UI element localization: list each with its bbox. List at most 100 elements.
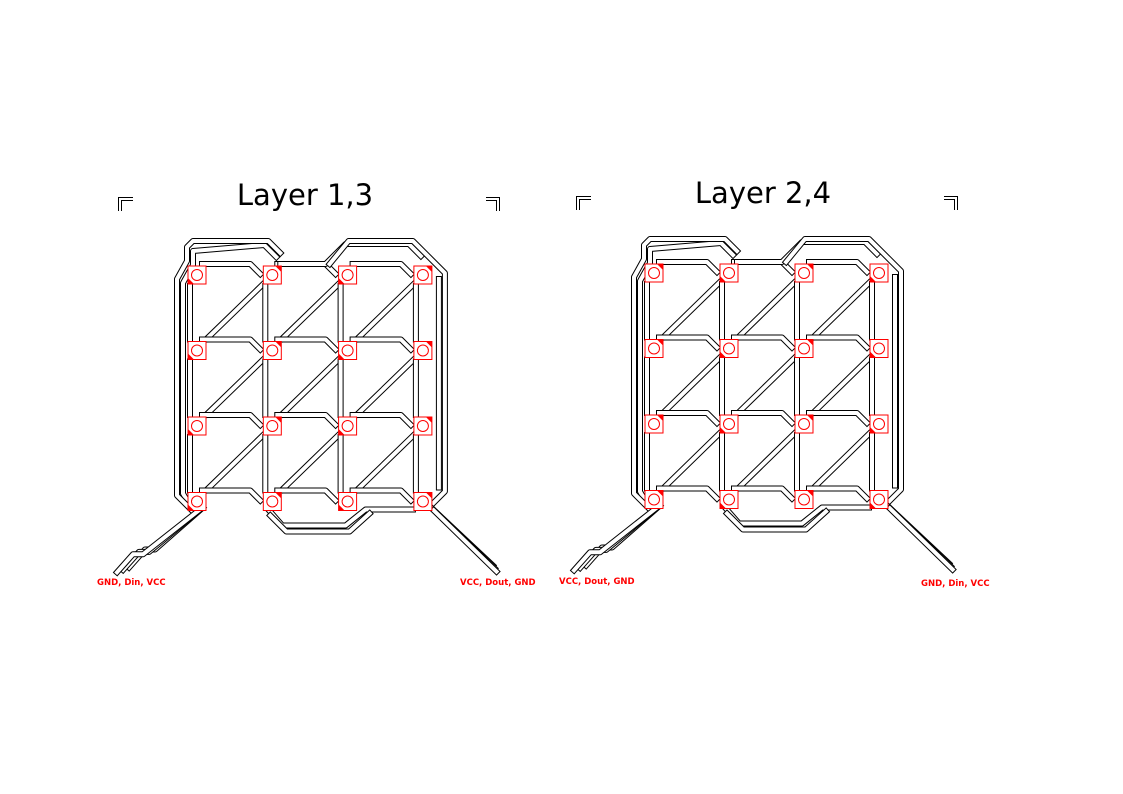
left-connector-label: VCC, Dout, GND [559,577,635,587]
led-pad [719,490,739,509]
row-trace-inner [275,488,339,504]
led-pad [413,341,433,360]
row-trace-inner [657,335,720,351]
orientation-marker [425,266,432,272]
row-trace-inner [807,486,870,502]
orientation-marker [870,276,876,282]
row-trace-inner [807,335,870,351]
data-trace-inner [661,278,724,340]
orientation-marker [188,429,194,435]
pad-hole [648,342,660,355]
outer-trace [264,505,416,529]
led-pad [338,492,358,511]
pad-hole [648,493,660,506]
row-trace-inner [807,411,870,426]
orientation-marker [870,427,876,433]
data-trace-inner [811,429,874,491]
row-trace-inner [350,488,414,504]
row-trace-inner [200,413,264,428]
pad-group [187,265,433,511]
led-pad [413,492,433,511]
data-trace-inner [279,280,343,342]
orientation-marker [657,264,663,270]
outer-trace-inner [783,237,903,507]
orientation-marker [720,276,726,282]
led-pad [338,341,358,360]
pad-hole [723,342,735,355]
data-trace-inner [204,280,268,342]
led-pad [262,416,282,436]
row-trace-inner [275,337,339,353]
led-pad [262,341,282,360]
orientation-marker [720,351,726,358]
led-pad [794,414,814,434]
row-trace-inner [732,486,795,502]
pad-hole [873,267,885,279]
led-pad [719,339,739,358]
row-trace-inner [657,411,720,426]
orientation-marker [807,490,813,497]
pad-hole [798,418,810,430]
row-trace-inner [657,486,720,502]
orientation-marker [657,490,663,497]
layer-title: Layer 2,4 [695,176,831,210]
led-pad [413,416,433,436]
right-lead-inner [430,507,500,575]
led-pad [644,490,664,509]
led-pad [644,339,664,358]
pad-hole [873,342,885,355]
row-trace-inner [807,260,870,275]
orientation-marker [188,353,194,360]
pad-hole [341,420,354,432]
pad-hole [648,418,660,430]
left-connector-label: GND, Din, VCC [97,578,166,588]
led-pad [794,490,814,509]
led-pad [262,492,282,511]
row-trace-inner [350,262,414,277]
outer-trace-inner [638,241,736,507]
pad-group [644,263,889,509]
layer-title: Layer 1,3 [237,178,373,212]
orientation-marker [338,278,345,284]
data-trace-inner [811,278,874,340]
outer-trace-inner [326,239,447,509]
pad-hole [266,269,279,281]
pad-hole [266,420,279,432]
pad-hole [798,267,810,279]
orientation-marker [275,341,282,348]
orientation-marker [275,417,282,423]
pad-hole [723,418,735,430]
pad-hole [191,420,203,432]
led-pad [719,414,739,434]
row-trace-inner [350,337,414,353]
corner-mark-top-left [576,196,591,210]
outer-trace-inner [267,510,373,534]
data-trace-inner [354,280,418,342]
row-trace-inner [275,413,339,428]
led-pad [338,416,358,436]
data-trace-inner [279,431,343,493]
right-connector-label: GND, Din, VCC [921,579,990,589]
orientation-marker [720,427,726,433]
led-pad [869,490,889,509]
corner-mark-top-right [486,197,500,211]
left-lead-inner [571,505,660,574]
orientation-marker [425,341,432,348]
outer-trace [720,503,872,527]
outer-trace-inner [181,243,280,509]
orientation-marker [807,264,813,270]
right-lead-inner [886,505,956,573]
outer-trace-inner [632,237,740,513]
led-pad [644,414,664,434]
led-pad [262,265,282,285]
orientation-marker [338,353,345,360]
row-trace-inner [732,411,795,426]
row-trace-inner [657,260,720,275]
pad-hole [341,269,354,281]
led-pad [869,339,889,358]
data-trace-inner [736,278,799,340]
row-trace-inner [732,335,795,351]
orientation-marker [807,415,813,421]
left-lead-inner [114,507,203,576]
